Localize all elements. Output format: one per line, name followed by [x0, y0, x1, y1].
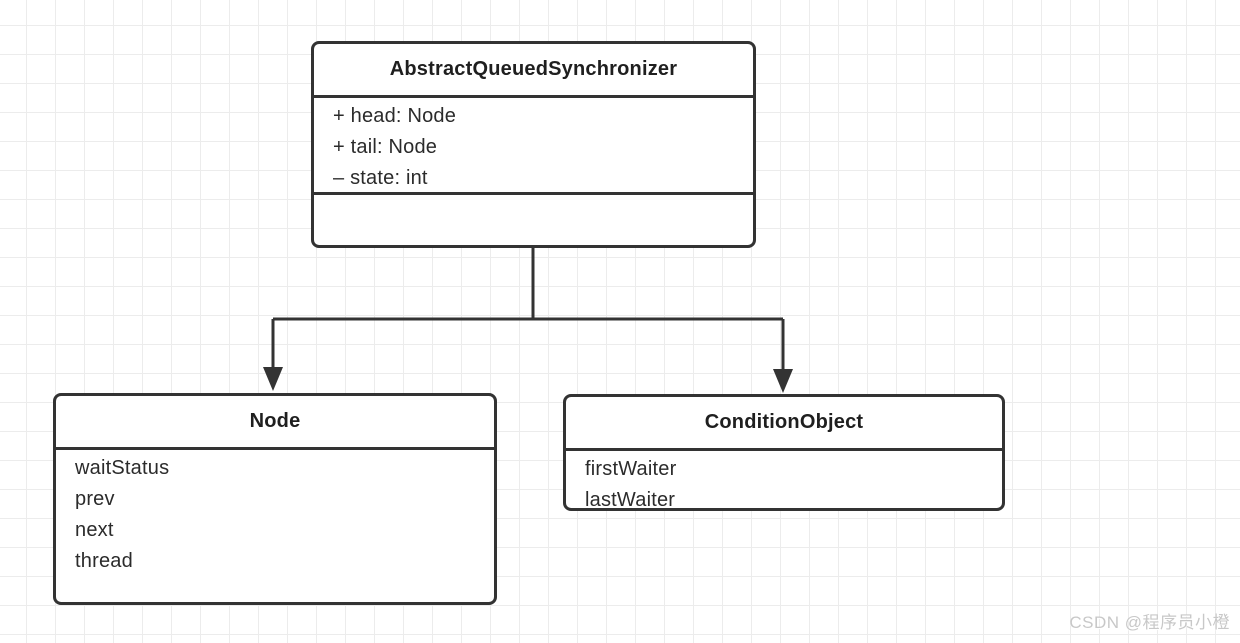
fields-compartment: waitStatus prev next thread — [56, 450, 494, 602]
arrowhead-to-node-icon — [263, 367, 283, 391]
fields-compartment: + head: Node + tail: Node – state: int — [314, 98, 753, 195]
class-name: AbstractQueuedSynchronizer — [314, 44, 753, 98]
class-name: ConditionObject — [566, 397, 1002, 451]
fields-compartment: firstWaiter lastWaiter — [566, 451, 1002, 508]
field-lastwaiter: lastWaiter — [585, 489, 676, 508]
class-box-abstractqueuedsynchronizer[interactable]: AbstractQueuedSynchronizer + head: Node … — [311, 41, 756, 248]
arrowhead-to-conditionobject-icon — [773, 369, 793, 393]
field-head: + head: Node — [333, 105, 457, 127]
csdn-watermark: CSDN @程序员小橙 — [1069, 613, 1230, 632]
field-firstwaiter: firstWaiter — [585, 458, 677, 480]
field-tail: + tail: Node — [333, 136, 438, 158]
field-waitstatus: waitStatus — [75, 457, 170, 479]
field-next: next — [75, 519, 114, 541]
field-thread: thread — [75, 550, 133, 572]
field-state: – state: int — [333, 167, 428, 189]
methods-compartment-empty — [314, 195, 753, 245]
field-prev: prev — [75, 488, 115, 510]
class-box-node[interactable]: Node waitStatus prev next thread — [53, 393, 497, 605]
class-name: Node — [56, 396, 494, 450]
class-box-conditionobject[interactable]: ConditionObject firstWaiter lastWaiter — [563, 394, 1005, 511]
